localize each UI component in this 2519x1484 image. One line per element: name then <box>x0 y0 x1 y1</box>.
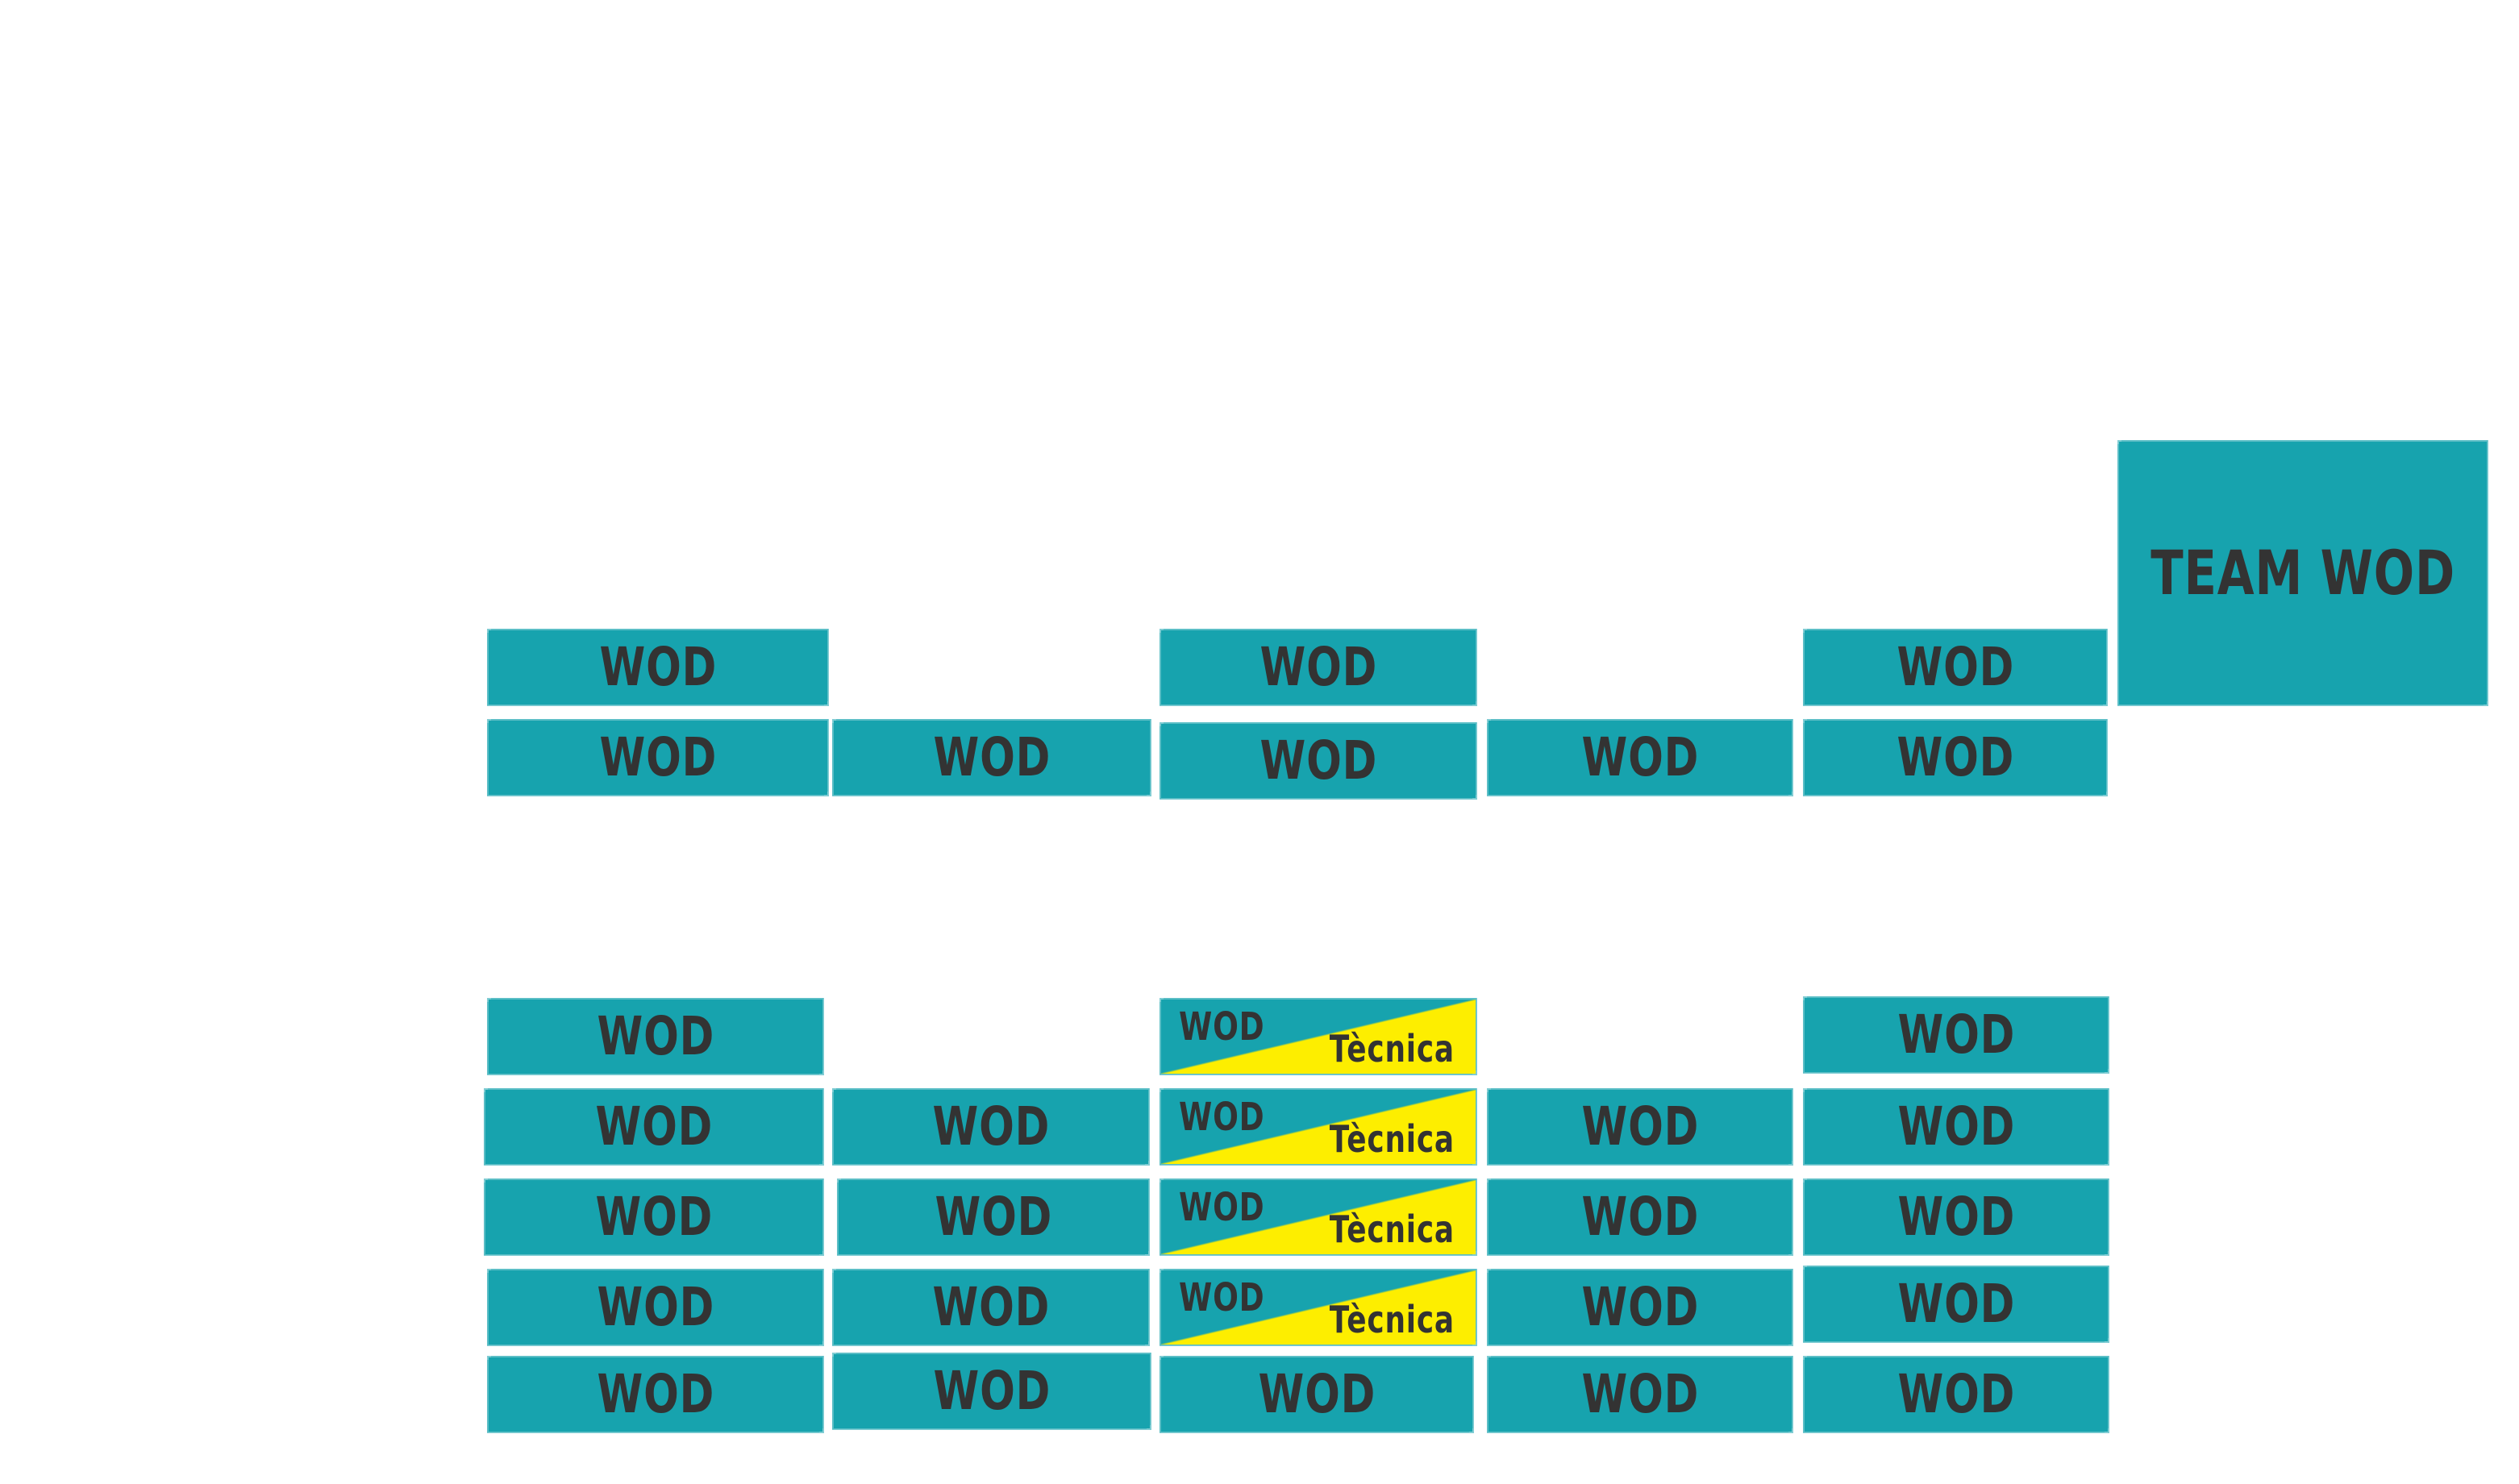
slot-label: WOD <box>1581 726 1699 788</box>
evening-col1-slot-4[interactable]: WOD <box>489 1270 822 1345</box>
slot-label: WOD <box>1258 1363 1376 1425</box>
morning-col5-slot-2[interactable]: WOD <box>1805 721 2106 795</box>
morning-col1-slot-1[interactable]: WOD <box>489 630 827 705</box>
team-wod-label: TEAM WOD <box>2151 537 2455 609</box>
slot-label: WOD <box>595 1095 713 1158</box>
slot-label: WOD <box>933 726 1051 788</box>
tecnica-label: Tècnica <box>1329 1117 1455 1161</box>
slot-label: WOD <box>597 1276 714 1338</box>
evening-col5-slot-2[interactable]: WOD <box>1805 1090 2108 1164</box>
tecnica-label: Tècnica <box>1329 1298 1455 1341</box>
team-wod-slot[interactable]: TEAM WOD <box>2119 442 2487 705</box>
slot-label: WOD <box>1897 1273 2015 1335</box>
wod-label: WOD <box>1179 1275 1265 1320</box>
morning-col4-slot-1[interactable]: WOD <box>1488 721 1792 795</box>
slot-label: WOD <box>932 1095 1050 1158</box>
wod-label: WOD <box>1179 1004 1265 1050</box>
slot-label: WOD <box>1581 1363 1699 1425</box>
slot-label: WOD <box>932 1276 1050 1338</box>
evening-col4-slot-1[interactable]: WOD <box>1488 1090 1792 1164</box>
slot-label: WOD <box>595 1186 713 1248</box>
evening-col4-slot-2[interactable]: WOD <box>1488 1180 1792 1254</box>
wod-label: WOD <box>1179 1095 1265 1140</box>
evening-col3-slot-4[interactable]: WOD Tècnica <box>1161 1270 1476 1345</box>
evening-col1-slot-2[interactable]: WOD <box>485 1090 822 1164</box>
morning-col3-slot-1[interactable]: WOD <box>1161 630 1476 705</box>
evening-col1-slot-1[interactable]: WOD <box>489 1000 822 1074</box>
morning-col1-slot-2[interactable]: WOD <box>489 721 827 795</box>
slot-label: WOD <box>1581 1186 1699 1248</box>
evening-col5-slot-5[interactable]: WOD <box>1805 1357 2108 1432</box>
evening-col2-slot-2[interactable]: WOD <box>839 1180 1148 1254</box>
wod-label: WOD <box>1179 1185 1265 1230</box>
evening-col5-slot-1[interactable]: WOD <box>1805 998 2108 1072</box>
evening-col4-slot-4[interactable]: WOD <box>1488 1357 1792 1432</box>
evening-col3-slot-1[interactable]: WOD Tècnica <box>1161 1000 1476 1074</box>
slot-label: WOD <box>1897 1004 2015 1066</box>
evening-col5-slot-4[interactable]: WOD <box>1805 1267 2108 1341</box>
evening-col2-slot-4[interactable]: WOD <box>834 1354 1150 1428</box>
evening-col3-slot-5[interactable]: WOD <box>1161 1357 1472 1432</box>
tecnica-label: Tècnica <box>1329 1208 1455 1251</box>
morning-col3-slot-2[interactable]: WOD <box>1161 724 1476 798</box>
evening-col1-slot-3[interactable]: WOD <box>485 1180 822 1254</box>
slot-label: WOD <box>1897 1186 2015 1248</box>
evening-col3-slot-3[interactable]: WOD Tècnica <box>1161 1180 1476 1254</box>
slot-label: WOD <box>1897 1095 2015 1158</box>
slot-label: WOD <box>1581 1095 1699 1158</box>
slot-label: WOD <box>1260 730 1377 792</box>
tecnica-label: Tècnica <box>1329 1027 1455 1070</box>
slot-label: WOD <box>1897 726 2014 788</box>
evening-col1-slot-5[interactable]: WOD <box>489 1357 822 1432</box>
evening-col4-slot-3[interactable]: WOD <box>1488 1270 1792 1345</box>
slot-label: WOD <box>933 1360 1051 1422</box>
slot-label: WOD <box>599 726 717 788</box>
slot-label: WOD <box>597 1005 714 1067</box>
evening-col2-slot-3[interactable]: WOD <box>834 1270 1148 1345</box>
morning-col2-slot-1[interactable]: WOD <box>834 721 1150 795</box>
slot-label: WOD <box>1260 636 1377 698</box>
evening-col3-slot-2[interactable]: WOD Tècnica <box>1161 1090 1476 1164</box>
slot-label: WOD <box>1897 636 2014 698</box>
evening-col2-slot-1[interactable]: WOD <box>834 1090 1148 1164</box>
slot-label: WOD <box>597 1363 714 1425</box>
slot-label: WOD <box>1897 1363 2015 1425</box>
morning-col5-slot-1[interactable]: WOD <box>1805 630 2106 705</box>
slot-label: WOD <box>599 636 717 698</box>
evening-col5-slot-3[interactable]: WOD <box>1805 1180 2108 1254</box>
slot-label: WOD <box>935 1186 1052 1248</box>
slot-label: WOD <box>1581 1276 1699 1338</box>
